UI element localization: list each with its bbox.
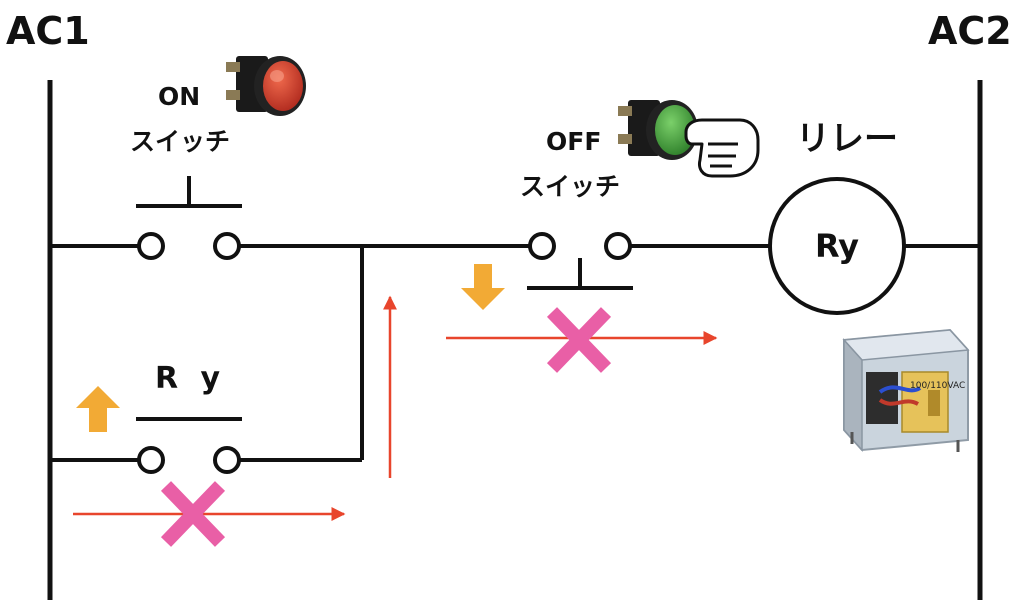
relay-coil <box>768 177 906 315</box>
relay-contact-symbol <box>136 417 242 474</box>
right-rail-label: AC2 <box>928 9 1012 53</box>
relay-body-label: 100/110VAC <box>910 381 965 391</box>
rung-1-wires <box>50 244 980 462</box>
off-switch-label-1: OFF <box>546 127 601 156</box>
cross-icon <box>546 307 612 373</box>
left-rail-label: AC1 <box>6 9 90 53</box>
on-switch-symbol <box>136 176 242 260</box>
down-arrow-icon <box>461 264 505 310</box>
off-switch-label-2: スイッチ <box>520 172 620 201</box>
pointing-hand-icon <box>684 118 760 178</box>
on-switch-label-2: スイッチ <box>130 127 230 156</box>
on-pushbutton-icon <box>226 56 306 116</box>
relay-title: リレー <box>796 119 898 159</box>
on-switch-label-1: ON <box>158 82 200 111</box>
off-switch-symbol <box>527 232 633 290</box>
cross-icon <box>160 481 226 547</box>
relay-coil-label: Ry <box>815 227 859 265</box>
off-pushbutton-icon <box>618 100 698 160</box>
up-arrow-icon <box>76 386 120 432</box>
relay-icon: 100/110VAC <box>842 328 970 452</box>
contact-label: R y <box>155 361 226 396</box>
